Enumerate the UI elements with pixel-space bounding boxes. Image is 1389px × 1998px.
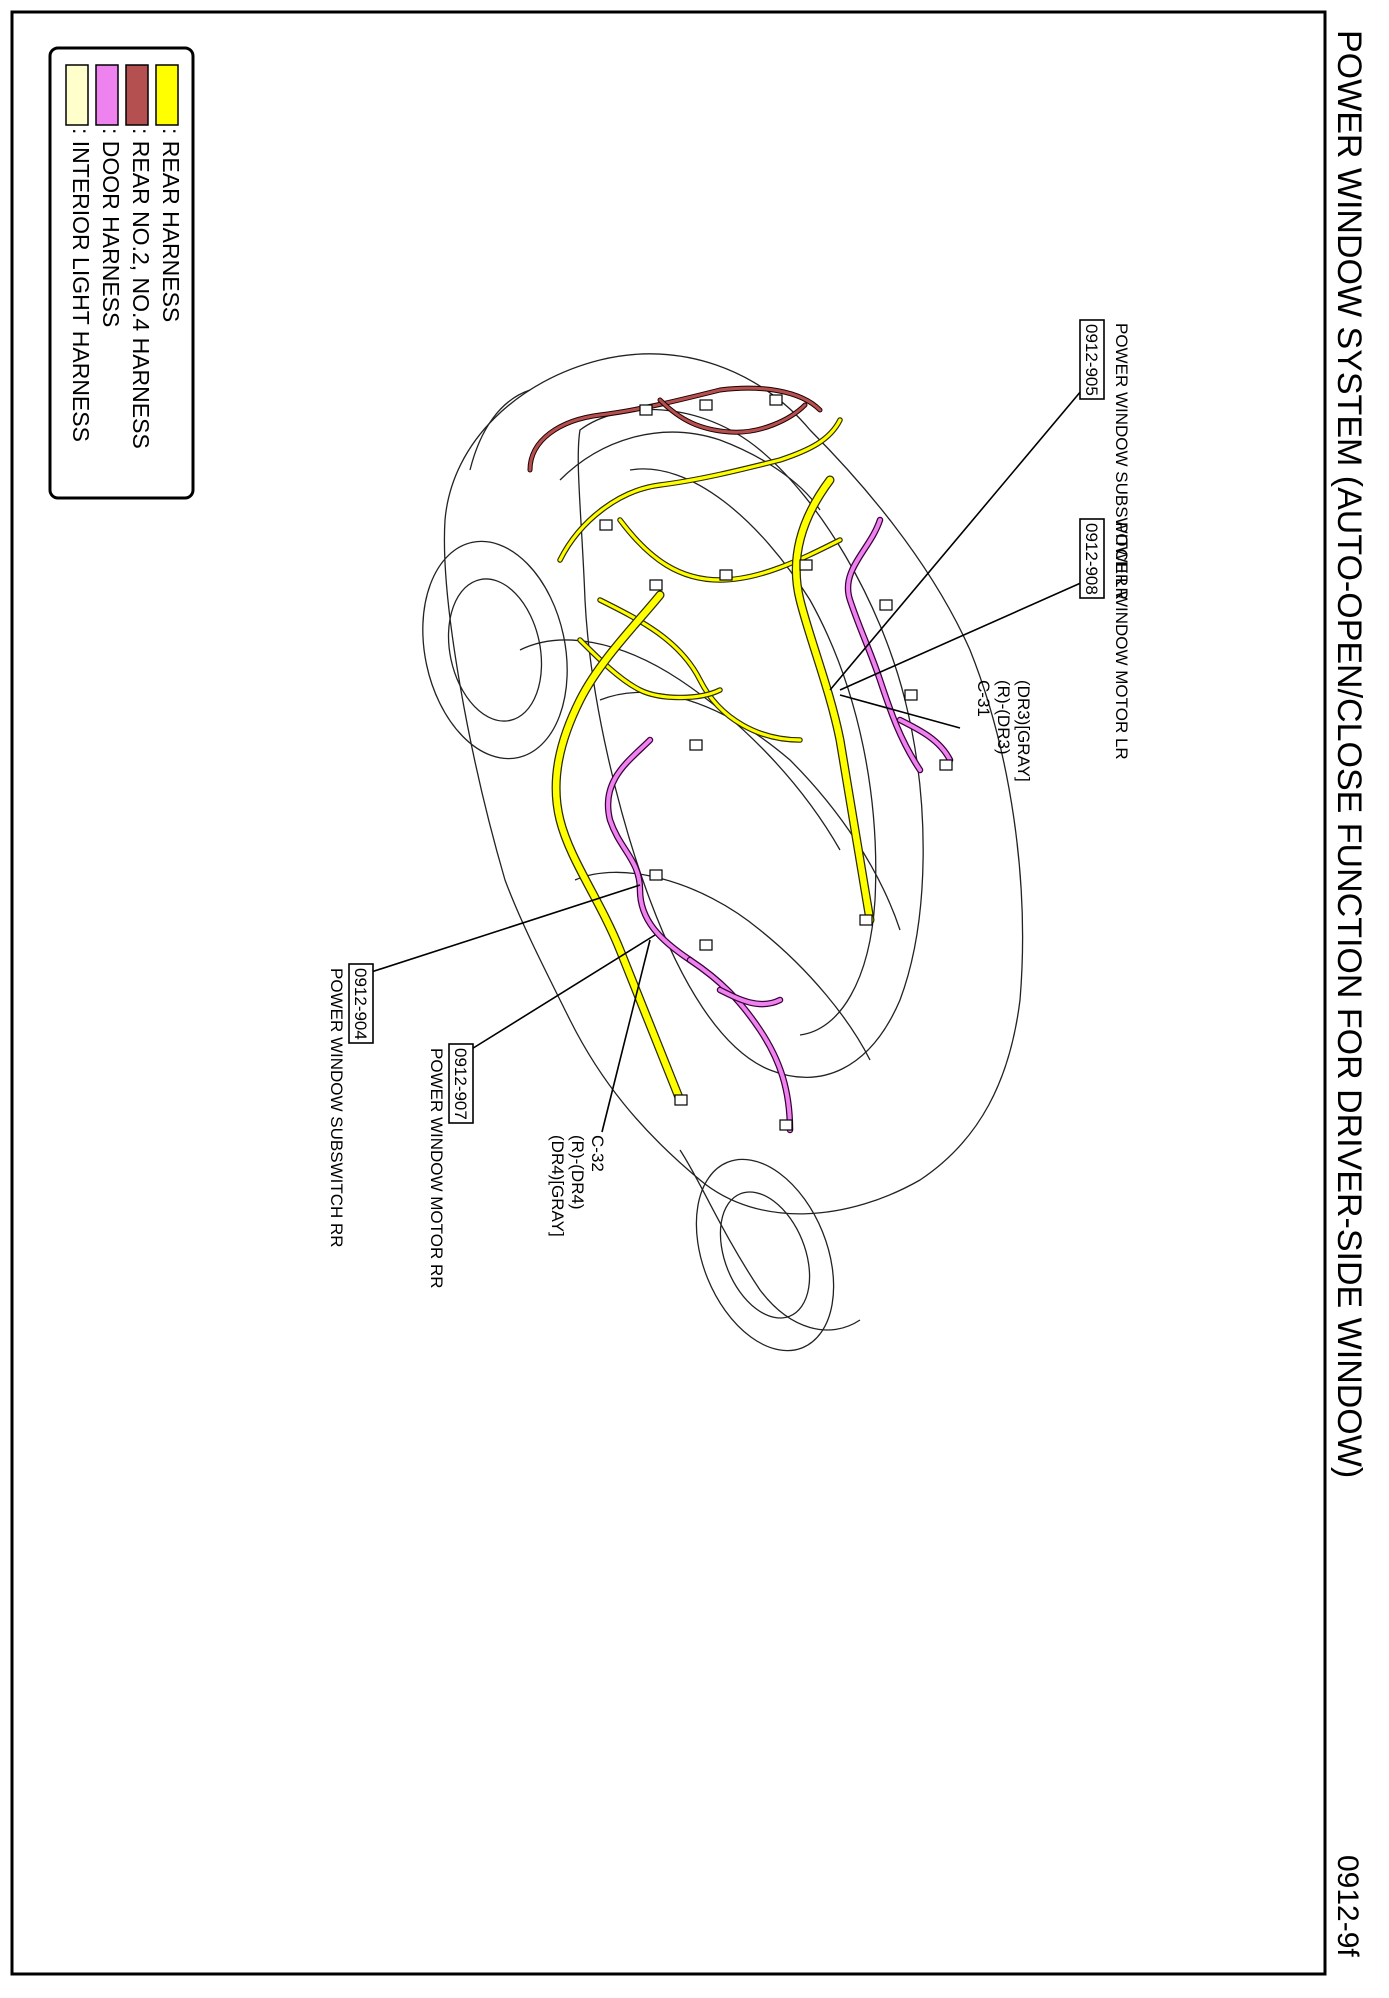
connector-block xyxy=(674,1094,688,1106)
connector-block xyxy=(639,404,653,416)
legend-label-door-harness: : DOOR HARNESS xyxy=(98,128,124,327)
callout-code-motor-lr: 0912-908 xyxy=(1082,523,1101,595)
car-door-line-2 xyxy=(574,871,871,1061)
legend-swatch-rear-no2-no4-harness xyxy=(125,64,149,126)
rear-wheel-outer xyxy=(422,540,568,760)
leader-subswitch-lr xyxy=(829,377,1093,691)
leader-lines xyxy=(361,377,1093,1133)
page-title: POWER WINDOW SYSTEM (AUTO-OPEN/CLOSE FUN… xyxy=(1330,30,1368,1478)
callout-motor-lr: POWER WINDOW MOTOR LR 0912-908 xyxy=(1079,518,1131,760)
connector-block xyxy=(599,519,613,531)
c31-line3: C-31 xyxy=(974,680,993,717)
connector-block xyxy=(769,394,783,406)
front-wheel-inner xyxy=(719,1191,811,1319)
page-number: 0912-9f xyxy=(1331,1855,1364,1957)
callout-code-box-subswitch-rr xyxy=(348,963,374,1044)
legend-item-interior-light-harness: : INTERIOR LIGHT HARNESS xyxy=(65,64,94,442)
legend-swatch-rear-harness xyxy=(155,64,179,126)
c32-line3: (DR4)[GRAY] xyxy=(548,1135,567,1237)
connector-label-c31: (DR3)[GRAY] (R)-(DR3) C-31 xyxy=(974,680,1033,782)
connector-block xyxy=(649,869,663,881)
car-window-line xyxy=(629,468,877,1036)
door-harness-lr xyxy=(844,516,954,774)
leader-motor-rr xyxy=(461,934,656,1056)
callout-subswitch-lr: POWER WINDOW SUBSWITCH LR 0912-905 xyxy=(1079,319,1131,600)
page-border xyxy=(10,10,1327,1976)
callout-code-motor-rr: 0912-907 xyxy=(451,1048,470,1120)
car-body-outline xyxy=(443,353,1024,1215)
callout-name-subswitch-lr: POWER WINDOW SUBSWITCH LR xyxy=(1112,323,1131,600)
callout-code-subswitch-lr: 0912-905 xyxy=(1082,324,1101,396)
c31-line2: (R)-(DR3) xyxy=(994,680,1013,755)
legend: : REAR HARNESS : REAR NO.2, NO.4 HARNESS… xyxy=(48,46,195,500)
car-outline xyxy=(422,353,1024,1352)
rear-wheel-inner xyxy=(447,578,543,722)
legend-box xyxy=(48,46,195,500)
c32-line2: (R)-(DR4) xyxy=(568,1135,587,1210)
connector-block xyxy=(904,689,918,701)
callout-code-box-subswitch-lr xyxy=(1079,319,1105,400)
door-harness-rr xyxy=(604,736,794,1134)
legend-swatch-door-harness xyxy=(95,64,119,126)
callout-name-subswitch-rr: POWER WINDOW SUBSWITCH RR xyxy=(327,968,346,1248)
connector-block xyxy=(879,599,893,611)
callout-code-box-motor-lr xyxy=(1079,518,1105,599)
connector-block xyxy=(939,759,953,771)
connector-block xyxy=(779,1119,793,1131)
connectors xyxy=(599,394,953,1131)
c32-line1: C-32 xyxy=(588,1135,607,1172)
front-fender-line xyxy=(679,1149,861,1331)
leader-motor-lr xyxy=(839,577,1093,691)
car-side-line xyxy=(519,639,841,851)
legend-label-rear-no2-no4-harness: : REAR NO.2, NO.4 HARNESS xyxy=(128,128,154,449)
leader-c32 xyxy=(601,939,651,1133)
legend-label-interior-light-harness: : INTERIOR LIGHT HARNESS xyxy=(68,128,94,442)
callout-code-box-motor-rr xyxy=(448,1043,474,1124)
callout-name-motor-lr: POWER WINDOW MOTOR LR xyxy=(1112,522,1131,760)
callout-subswitch-rr: 0912-904 POWER WINDOW SUBSWITCH RR xyxy=(327,963,374,1248)
connector-block xyxy=(799,559,813,571)
front-wheel-outer xyxy=(695,1158,835,1352)
legend-item-door-harness: : DOOR HARNESS xyxy=(95,64,124,327)
rear-no2-no4-harness xyxy=(527,385,823,473)
connector-block xyxy=(699,939,713,951)
legend-item-rear-no2-no4-harness: : REAR NO.2, NO.4 HARNESS xyxy=(125,64,154,449)
connector-block xyxy=(719,569,733,581)
callout-code-subswitch-rr: 0912-904 xyxy=(351,968,370,1040)
leader-subswitch-rr xyxy=(361,884,641,976)
legend-item-rear-harness: : REAR HARNESS xyxy=(155,64,184,322)
rear-bumper-line xyxy=(469,389,531,471)
connector-block xyxy=(699,399,713,411)
connector-block xyxy=(689,739,703,751)
car-trunk-line xyxy=(559,431,821,511)
leader-c31 xyxy=(839,694,961,729)
connector-block xyxy=(859,914,873,926)
connector-label-c32: C-32 (R)-(DR4) (DR4)[GRAY] xyxy=(548,1135,607,1237)
connector-block xyxy=(649,579,663,591)
legend-swatch-interior-light-harness xyxy=(65,64,89,126)
legend-label-rear-harness: : REAR HARNESS xyxy=(158,128,184,322)
callout-name-motor-rr: POWER WINDOW MOTOR RR xyxy=(427,1048,446,1289)
c31-line1: (DR3)[GRAY] xyxy=(1014,680,1033,782)
callout-motor-rr: 0912-907 POWER WINDOW MOTOR RR xyxy=(427,1043,474,1289)
